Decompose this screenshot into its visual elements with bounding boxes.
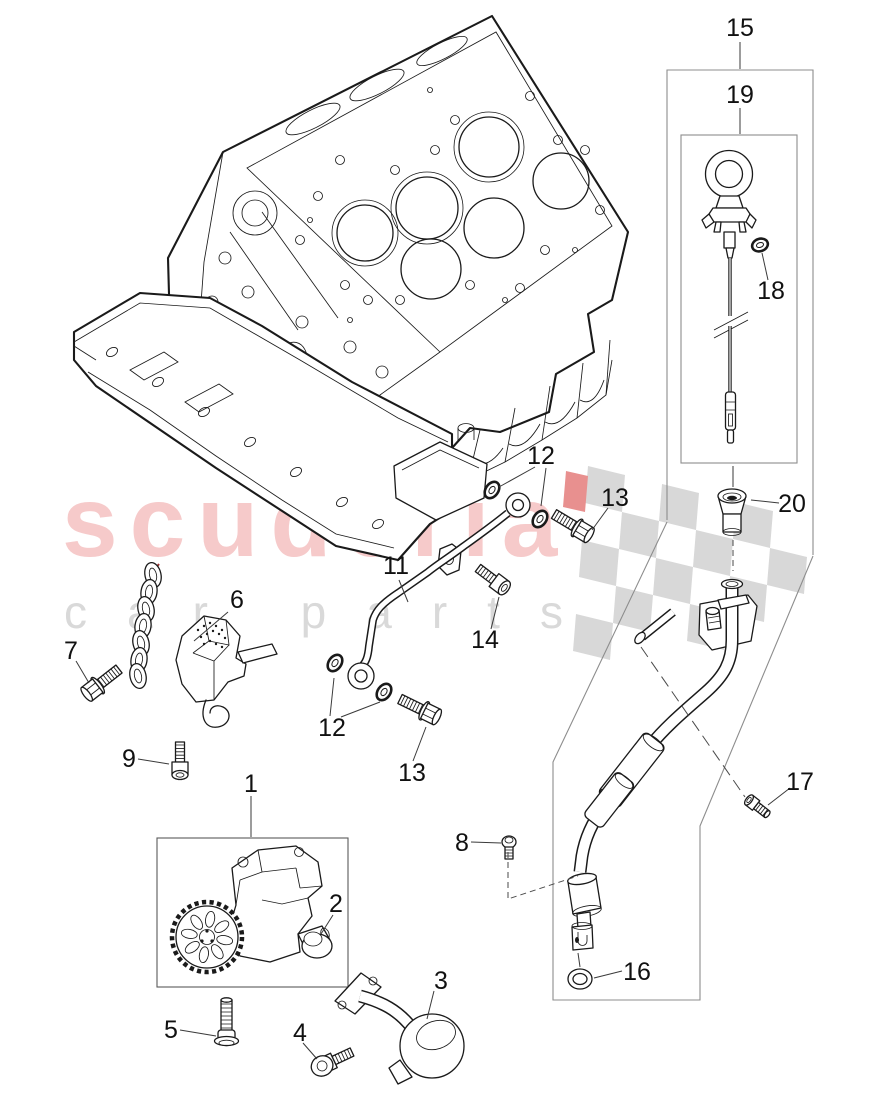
callout-4: 4 bbox=[293, 1019, 307, 1047]
callout-9: 9 bbox=[122, 745, 136, 773]
flag-check bbox=[733, 502, 773, 548]
sealing-washers bbox=[326, 480, 549, 702]
callout-15: 15 bbox=[726, 14, 754, 42]
flag-check bbox=[767, 548, 807, 594]
callout-8: 8 bbox=[455, 829, 469, 857]
small-bolt-17 bbox=[743, 794, 771, 819]
callout-13-upper: 13 bbox=[601, 484, 629, 512]
dipstick bbox=[701, 149, 770, 444]
flag-check bbox=[573, 614, 613, 660]
dipstick-inner-box bbox=[680, 134, 798, 464]
callouts: 1 2 3 4 5 6 7 8 9 11 12 12 13 13 14 15 1… bbox=[64, 14, 814, 1047]
chain-tensioner bbox=[175, 615, 278, 728]
socket-bolt-9 bbox=[171, 741, 189, 781]
dipstick-group-box bbox=[666, 69, 814, 555]
callout-14: 14 bbox=[471, 626, 499, 654]
callout-12-upper: 12 bbox=[527, 442, 555, 470]
callout-16: 16 bbox=[623, 958, 651, 986]
oil-pump bbox=[169, 845, 333, 975]
oil-pump-box bbox=[156, 837, 349, 988]
hex-bolt-7 bbox=[80, 664, 123, 702]
callout-5: 5 bbox=[164, 1016, 178, 1044]
socket-bolt-14 bbox=[474, 563, 512, 596]
callout-6: 6 bbox=[230, 586, 244, 614]
callout-18: 18 bbox=[757, 277, 785, 305]
dipstick-guide-tube bbox=[567, 578, 758, 990]
leader-lines bbox=[75, 42, 791, 1060]
flag-check-red bbox=[563, 471, 588, 512]
oil-intake-snorkel bbox=[334, 972, 465, 1085]
guide-tube-group-box bbox=[552, 521, 814, 1001]
banjo-bolt-upper bbox=[550, 509, 595, 544]
oil-pipe-assembly bbox=[326, 480, 549, 702]
callout-3: 3 bbox=[434, 967, 448, 995]
checkered-flag-watermark bbox=[563, 466, 807, 660]
callout-17: 17 bbox=[786, 768, 814, 796]
flag-check bbox=[613, 586, 653, 632]
flag-check bbox=[659, 484, 699, 530]
dipstick-funnel bbox=[717, 466, 747, 571]
timing-chain bbox=[129, 562, 162, 689]
flag-check bbox=[619, 512, 659, 558]
flag-check bbox=[653, 558, 693, 604]
flag-check bbox=[579, 540, 619, 586]
callout-2: 2 bbox=[329, 890, 343, 918]
socket-bolt-4 bbox=[310, 1047, 355, 1077]
callout-19: 19 bbox=[726, 81, 754, 109]
engine-block bbox=[72, 14, 630, 562]
callout-12-lower: 12 bbox=[318, 714, 346, 742]
flange-bolt-5 bbox=[213, 997, 240, 1047]
banjo-bolt-lower bbox=[397, 693, 443, 726]
flag-check bbox=[585, 466, 625, 512]
callout-11: 11 bbox=[383, 552, 409, 580]
callout-20: 20 bbox=[778, 490, 806, 518]
callout-1: 1 bbox=[244, 770, 258, 798]
small-bolt-8 bbox=[501, 835, 517, 860]
callout-13-lower: 13 bbox=[398, 759, 426, 787]
callout-7: 7 bbox=[64, 637, 78, 665]
flag-check bbox=[693, 530, 733, 576]
